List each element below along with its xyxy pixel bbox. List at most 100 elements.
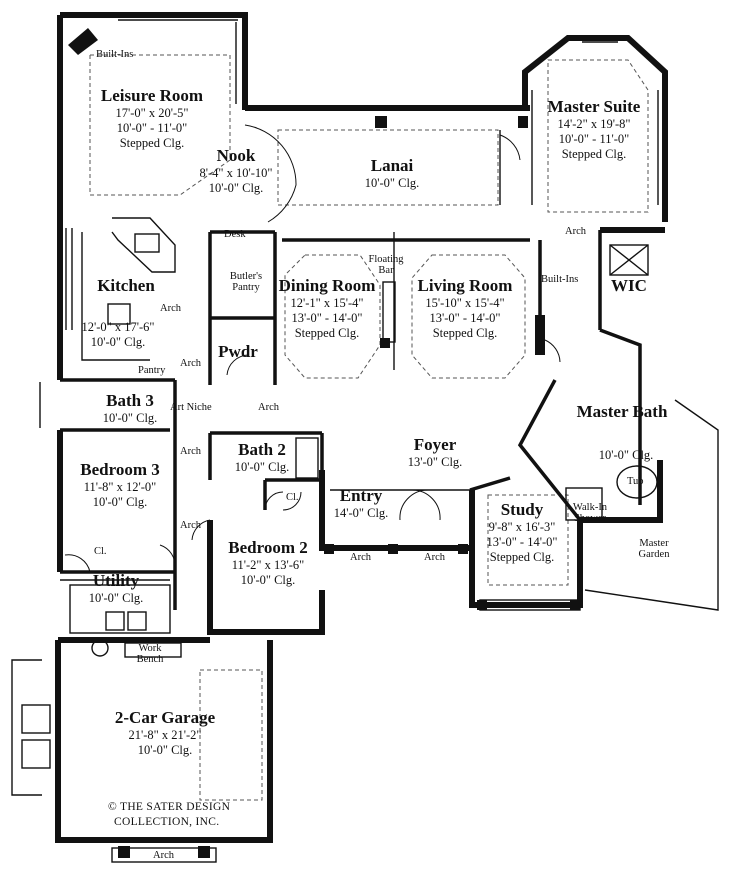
room-name: Dining Room	[278, 276, 376, 295]
note-walk-in-shower: Walk-In Shower	[572, 502, 608, 525]
room-bath2: Bath 2 10'-0" Clg.	[235, 440, 290, 475]
room-name: Utility	[92, 571, 140, 590]
room-pwdr: Pwdr	[218, 342, 258, 362]
credit-line: © THE SATER DESIGN	[108, 801, 231, 813]
room-name: Living Room	[417, 276, 513, 295]
room-kitchen-dims: 12'-0" x 17'-6" 10'-0" Clg.	[81, 320, 154, 350]
note-art-niche: Art Niche	[170, 402, 212, 413]
room-dimension: 17'-0" x 20'-5"	[115, 106, 189, 121]
room-ceiling: 13'-0" - 14'-0"	[429, 310, 501, 325]
note-pantry: Pantry	[138, 365, 166, 376]
room-name: Lanai	[370, 156, 414, 175]
room-ceiling: 13'-0" - 14'-0"	[486, 534, 558, 549]
arch-label: Arch	[424, 552, 445, 563]
note-builtins: Built-Ins	[96, 49, 134, 60]
room-master-suite: Master Suite 14'-2" x 19'-8" 10'-0" - 11…	[548, 97, 641, 161]
room-dimension: 9'-8" x 16'-3"	[488, 520, 556, 535]
room-name: Bath 2	[238, 440, 286, 459]
room-ceiling: 10'-0" Clg.	[88, 591, 144, 606]
note-butlers-pantry: Butler's Pantry	[229, 271, 263, 294]
room-ceiling: 10'-0" Clg.	[364, 176, 420, 191]
columns	[68, 28, 580, 858]
room-nook: Nook 8'-4" x 10'-10" 10'-0" Clg.	[199, 146, 272, 196]
room-dining: Dining Room 12'-1" x 15'-4" 13'-0" - 14'…	[279, 276, 376, 340]
room-ceiling: 10'-0" Clg.	[598, 448, 654, 462]
note-closet: Cl.	[286, 492, 299, 503]
room-dimension: 8'-4" x 10'-10"	[199, 166, 273, 181]
room-name: 2-Car Garage	[114, 708, 216, 727]
room-name: Bedroom 3	[80, 460, 160, 479]
room-name: Foyer	[413, 435, 457, 454]
room-garage: 2-Car Garage 21'-8" x 21'-2" 10'-0" Clg.	[115, 708, 215, 758]
room-name: Study	[500, 500, 544, 519]
room-name: WIC	[611, 276, 647, 295]
room-ceiling: 10'-0" Clg.	[92, 494, 148, 509]
note-work-bench: Work Bench	[136, 643, 164, 666]
arch-label: Arch	[180, 520, 201, 531]
room-dimension: 12'-1" x 15'-4"	[290, 296, 364, 311]
room-ceiling: 14'-0" Clg.	[333, 506, 389, 521]
room-ceiling-type: Stepped Clg.	[119, 135, 185, 150]
arch-label: Arch	[180, 446, 201, 457]
room-dimension: 14'-2" x 19'-8"	[557, 117, 631, 132]
arch-label: Arch	[350, 552, 371, 563]
room-name: Bath 3	[106, 391, 154, 410]
door-swings	[64, 124, 561, 573]
room-ceiling: 10'-0" - 11'-0"	[116, 120, 188, 135]
room-dimension: 11'-8" x 12'-0"	[83, 480, 157, 495]
arch-label: Arch	[153, 850, 174, 861]
room-lanai: Lanai 10'-0" Clg.	[365, 156, 420, 191]
room-ceiling: 10'-0" Clg.	[208, 180, 264, 195]
room-master-bath-ceiling: 10'-0" Clg.	[599, 448, 654, 463]
room-bath3: Bath 3 10'-0" Clg.	[103, 391, 158, 426]
arch-label: Arch	[258, 402, 279, 413]
note-desk: Desk	[224, 229, 246, 240]
room-ceiling-type: Stepped Clg.	[489, 549, 555, 564]
room-name: Kitchen	[97, 276, 155, 295]
room-study: Study 9'-8" x 16'-3" 13'-0" - 14'-0" Ste…	[487, 500, 558, 564]
arch-label: Arch	[180, 358, 201, 369]
room-dimension: 15'-10" x 15'-4"	[425, 296, 505, 311]
room-name: Leisure Room	[100, 86, 204, 105]
room-entry: Entry 14'-0" Clg.	[334, 486, 389, 521]
room-ceiling: 10'-0" Clg.	[137, 742, 193, 757]
room-name: Pwdr	[218, 342, 258, 361]
room-living: Living Room 15'-10" x 15'-4" 13'-0" - 14…	[418, 276, 513, 340]
room-name: Nook	[216, 146, 256, 165]
credit-line: COLLECTION, INC.	[114, 815, 220, 828]
room-name: Master Bath	[576, 402, 668, 421]
ceiling-outlines	[89, 54, 649, 801]
room-ceiling: 10'-0" Clg.	[102, 411, 158, 426]
note-builtins: Built-Ins	[541, 274, 579, 285]
room-name: Master Suite	[547, 97, 641, 116]
room-utility: Utility 10'-0" Clg.	[89, 571, 144, 606]
room-ceiling-type: Stepped Clg.	[432, 325, 498, 340]
room-ceiling: 13'-0" Clg.	[407, 455, 463, 470]
room-ceiling: 10'-0" Clg.	[240, 572, 296, 587]
room-ceiling: 10'-0" - 11'-0"	[558, 131, 630, 146]
room-master-bath: Master Bath	[577, 402, 668, 422]
room-foyer: Foyer 13'-0" Clg.	[408, 435, 463, 470]
room-bedroom3: Bedroom 3 11'-8" x 12'-0" 10'-0" Clg.	[80, 460, 160, 510]
room-bedroom2: Bedroom 2 11'-2" x 13'-6" 10'-0" Clg.	[228, 538, 308, 588]
room-kitchen: Kitchen	[97, 276, 155, 296]
arch-label: Arch	[565, 226, 586, 237]
exterior-walls	[55, 12, 668, 843]
room-name: Bedroom 2	[228, 538, 308, 557]
room-ceiling: 13'-0" - 14'-0"	[291, 310, 363, 325]
note-floating-bar: Floating Bar	[368, 254, 404, 277]
arch-label: Arch	[160, 303, 181, 314]
room-wic: WIC	[611, 276, 647, 296]
room-dimension: 21'-8" x 21'-2"	[128, 728, 202, 743]
room-ceiling-type: Stepped Clg.	[561, 146, 627, 161]
room-dimension: 12'-0" x 17'-6"	[81, 320, 155, 334]
note-closet: Cl.	[94, 546, 107, 557]
room-ceiling: 10'-0" Clg.	[234, 460, 290, 475]
room-ceiling: 10'-0" Clg.	[90, 334, 146, 349]
note-master-garden: Master Garden	[638, 538, 670, 561]
copyright-credit: © THE SATER DESIGN COLLECTION, INC.	[108, 800, 230, 830]
room-dimension: 11'-2" x 13'-6"	[231, 558, 305, 573]
room-ceiling-type: Stepped Clg.	[294, 325, 360, 340]
room-name: Entry	[339, 486, 383, 505]
